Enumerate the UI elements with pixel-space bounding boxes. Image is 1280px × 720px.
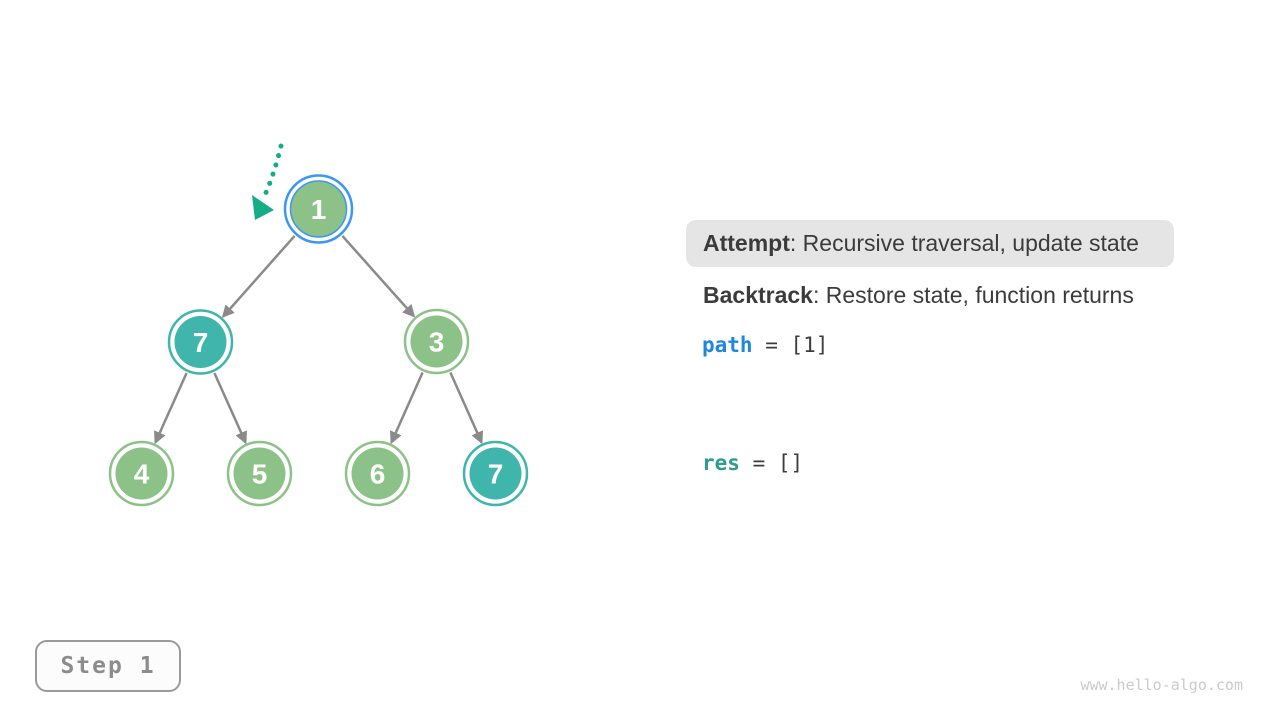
tree-node-6: 6 <box>344 440 411 507</box>
node-circle <box>351 447 404 500</box>
edge-3-7 <box>449 371 483 445</box>
node-circle <box>233 447 286 500</box>
node-value: 7 <box>193 327 209 358</box>
node-circle <box>289 180 348 238</box>
node-value: 1 <box>311 194 327 225</box>
node-outer-ring <box>283 174 354 244</box>
backtrack-text: : Restore state, function returns <box>812 282 1134 308</box>
res-variable: res <box>702 451 740 475</box>
node-value: 4 <box>134 459 150 490</box>
tree-node-3: 3 <box>403 308 470 375</box>
tree-edges <box>154 235 483 445</box>
tree-node-7-left: 7 <box>167 309 234 375</box>
tree-node-7-right: 7 <box>462 440 529 507</box>
node-circle <box>115 447 168 500</box>
res-state-line: res = [] <box>702 451 803 475</box>
node-value: 5 <box>252 459 268 490</box>
step-label: Step 1 <box>60 653 156 679</box>
edge-1-3 <box>341 235 416 318</box>
path-variable: path <box>702 333 753 357</box>
edge-3-6 <box>390 371 424 445</box>
node-value: 6 <box>370 459 386 490</box>
tree-node-4: 4 <box>108 440 175 507</box>
node-value: 3 <box>429 327 445 358</box>
path-state-line: path = [1] <box>702 333 828 357</box>
backtrack-note: Backtrack: Restore state, function retur… <box>703 283 1134 307</box>
attempt-label: Attempt <box>703 230 790 256</box>
step-badge: Step 1 <box>35 640 181 692</box>
approach-arrow-icon <box>252 143 284 220</box>
edge-1-7 <box>221 235 296 319</box>
attempt-note: Attempt: Recursive traversal, update sta… <box>686 220 1174 267</box>
attempt-text: : Recursive traversal, update state <box>789 230 1139 256</box>
res-value: = [] <box>739 451 804 475</box>
path-value: = [1] <box>752 333 829 357</box>
edge-7-4 <box>154 372 188 445</box>
node-circle <box>410 315 463 368</box>
approach-arrow-head-icon <box>252 195 274 220</box>
tree-node-5: 5 <box>226 440 293 507</box>
tree-node-root-1: 1 <box>283 174 354 244</box>
backtrack-label: Backtrack <box>703 282 813 308</box>
node-value: 7 <box>488 459 504 490</box>
edge-7-5 <box>213 372 247 445</box>
approach-arrow-dots <box>261 143 284 200</box>
node-circle <box>469 447 522 500</box>
watermark: www.hello-algo.com <box>1080 676 1243 694</box>
node-circle <box>174 316 227 368</box>
